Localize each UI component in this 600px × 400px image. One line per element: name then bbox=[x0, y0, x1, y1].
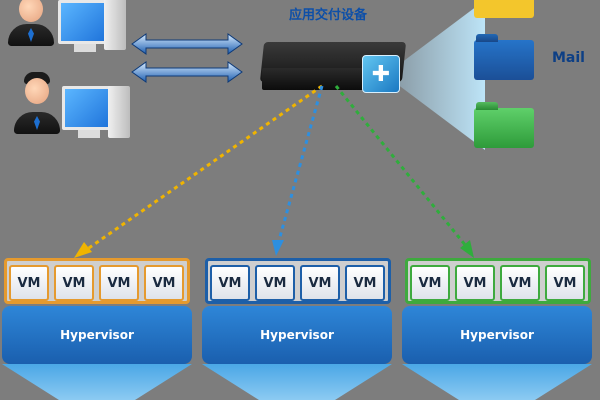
computer-tower-icon bbox=[104, 0, 126, 50]
vm-box: VM bbox=[255, 265, 295, 301]
folder-icon-yellow bbox=[474, 0, 534, 18]
folder-icon-mail bbox=[474, 40, 534, 80]
vm-box: VM bbox=[9, 265, 49, 301]
hypervisor-3: Hypervisor bbox=[402, 306, 592, 364]
appliance-front-panel bbox=[262, 68, 372, 90]
green-arrowhead-icon bbox=[460, 240, 474, 258]
hypervisor-1: Hypervisor bbox=[2, 306, 192, 364]
vm-box: VM bbox=[99, 265, 139, 301]
user-tie bbox=[28, 28, 34, 42]
hypervisor-2: Hypervisor bbox=[202, 306, 392, 364]
blue-arrowhead-icon bbox=[272, 240, 284, 256]
vm-group-2: VM VM VM VM bbox=[205, 258, 391, 304]
vm-box: VM bbox=[54, 265, 94, 301]
vm-group-1: VM VM VM VM bbox=[4, 258, 190, 304]
folder-icon-green bbox=[474, 108, 534, 148]
vm-box: VM bbox=[210, 265, 250, 301]
vm-box: VM bbox=[300, 265, 340, 301]
vm-box: VM bbox=[500, 265, 540, 301]
vm-box: VM bbox=[144, 265, 184, 301]
device-title: 应用交付设备 bbox=[288, 8, 367, 23]
vm-box: VM bbox=[410, 265, 450, 301]
monitor-stand bbox=[78, 130, 100, 138]
vm-box: VM bbox=[455, 265, 495, 301]
double-arrow-icon bbox=[131, 33, 243, 55]
orange-dotted-line bbox=[85, 84, 323, 252]
user-tie bbox=[34, 116, 40, 130]
network-expand-icon: ✚ bbox=[362, 55, 400, 93]
vm-box: VM bbox=[545, 265, 585, 301]
folder-label-mail: Mail bbox=[552, 50, 585, 66]
user-head bbox=[25, 78, 49, 104]
vm-group-3: VM VM VM VM bbox=[405, 258, 591, 304]
double-arrow-icon bbox=[131, 61, 243, 83]
orange-arrowhead-icon bbox=[74, 242, 92, 258]
computer-tower-icon bbox=[108, 86, 130, 138]
user-head bbox=[19, 0, 43, 22]
connection-arrows bbox=[131, 33, 243, 83]
green-dotted-line bbox=[334, 85, 468, 247]
vm-box: VM bbox=[345, 265, 385, 301]
blue-dotted-line bbox=[276, 85, 324, 245]
monitor-stand bbox=[74, 44, 96, 52]
